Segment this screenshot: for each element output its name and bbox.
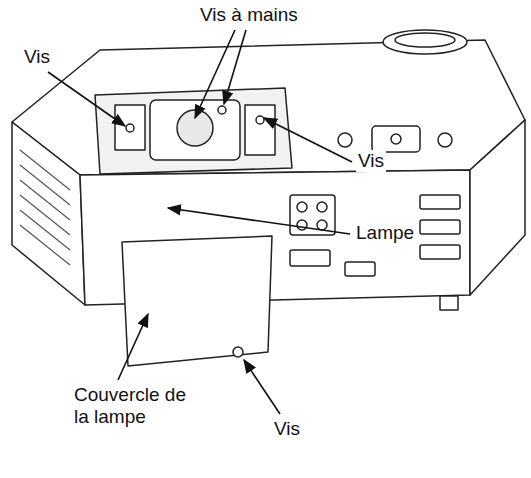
part-label: Vis <box>272 418 302 440</box>
leader-lines <box>48 30 352 414</box>
part-label: Couvercle de la lampe <box>72 384 194 429</box>
part-label: Lampe <box>354 222 416 244</box>
part-label: Vis <box>22 46 52 68</box>
part-label: Vis <box>356 150 386 172</box>
part-label: Vis à mains <box>198 4 300 26</box>
